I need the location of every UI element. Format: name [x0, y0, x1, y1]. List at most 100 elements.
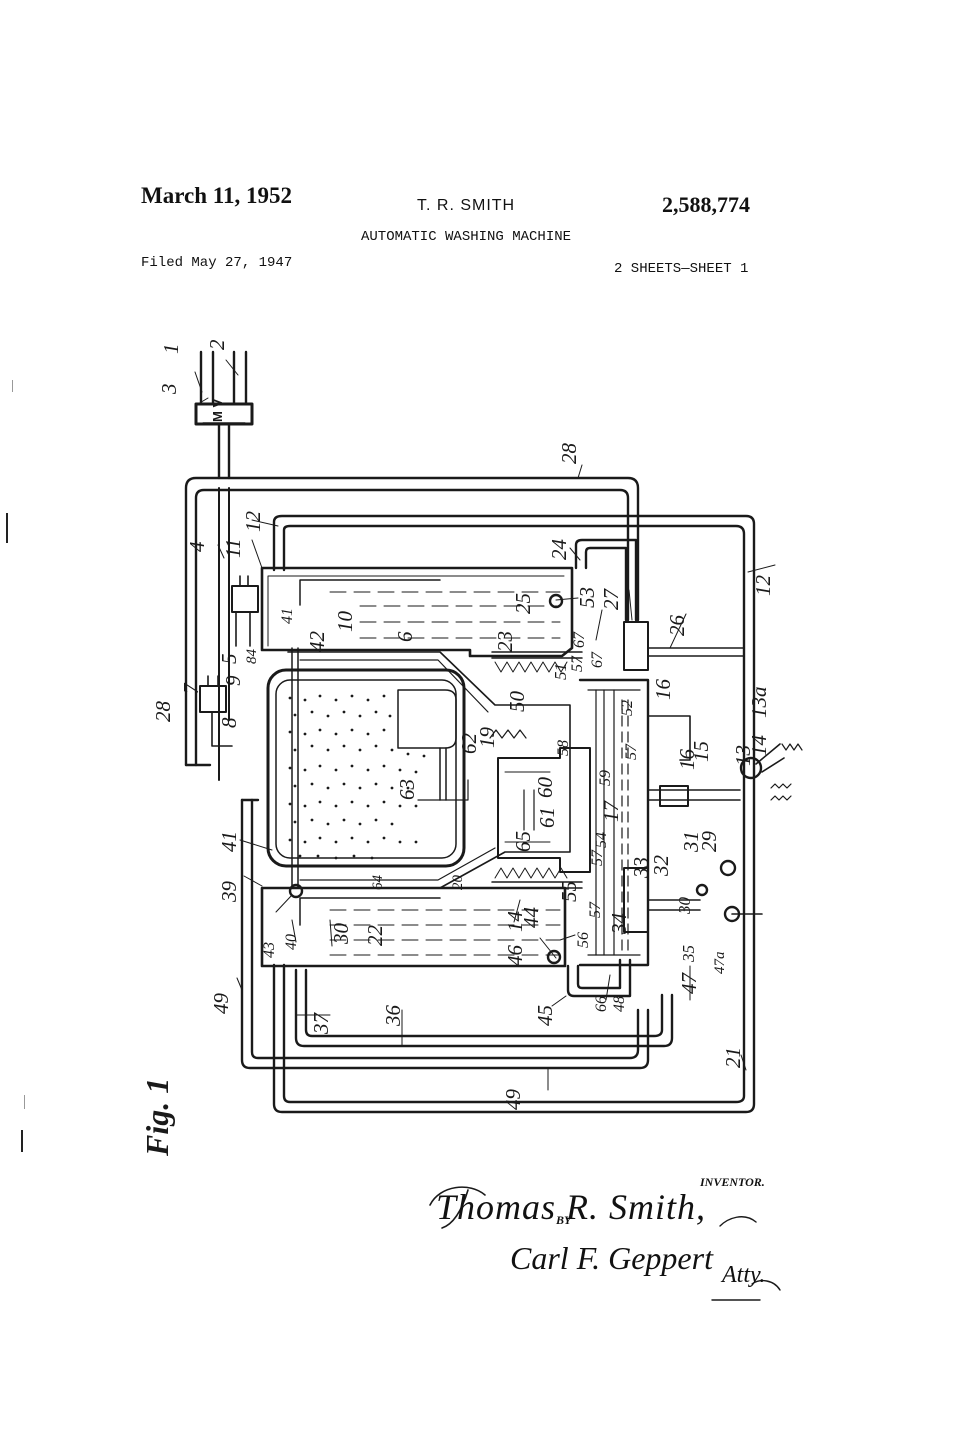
pipe-49 [240, 798, 650, 1070]
svg-text:44: 44 [519, 907, 543, 929]
svg-text:14: 14 [747, 735, 771, 757]
attorney-suffix: Atty. [722, 1262, 766, 1288]
svg-text:26: 26 [665, 615, 689, 637]
svg-text:41: 41 [279, 608, 296, 624]
svg-text:20: 20 [450, 875, 466, 891]
figure-label: Fig. 1 [139, 1078, 175, 1157]
svg-text:23: 23 [493, 631, 517, 652]
svg-text:63: 63 [395, 779, 419, 800]
svg-text:11: 11 [221, 539, 245, 558]
svg-text:58: 58 [555, 740, 572, 756]
svg-text:1: 1 [159, 344, 183, 355]
scan-mark [12, 380, 13, 392]
svg-text:84: 84 [244, 649, 260, 665]
left-valves [199, 575, 259, 747]
svg-text:29: 29 [697, 831, 721, 853]
svg-text:52: 52 [619, 700, 636, 716]
signature-scribble [429, 1186, 781, 1301]
svg-text:67: 67 [571, 631, 588, 648]
svg-text:Fig. 1: Fig. 1 [139, 1078, 175, 1157]
svg-text:49: 49 [501, 1089, 525, 1111]
svg-text:57: 57 [569, 655, 586, 672]
svg-text:40: 40 [283, 934, 300, 950]
attorney-signature: Carl F. Geppert [510, 1240, 713, 1276]
svg-text:6: 6 [393, 631, 417, 642]
svg-text:61: 61 [535, 807, 559, 828]
housing [287, 647, 583, 889]
svg-text:24: 24 [547, 539, 571, 561]
svg-text:M V: M V [210, 399, 225, 422]
leader-lines [194, 359, 776, 1091]
svg-text:2: 2 [205, 339, 229, 350]
svg-text:41: 41 [217, 831, 241, 852]
inventor-name: T. R. SMITH [417, 197, 516, 214]
svg-text:33: 33 [629, 857, 653, 879]
svg-text:56: 56 [575, 932, 592, 948]
svg-text:65: 65 [511, 831, 535, 852]
svg-text:60: 60 [533, 777, 557, 799]
svg-text:54: 54 [593, 832, 610, 848]
scan-mark [21, 1130, 23, 1152]
svg-text:13a: 13a [747, 687, 771, 719]
reference-numerals: 1 2 3 4 5 6 7 8 9 10 11 12 12 13 13a 14 … [151, 339, 775, 1110]
svg-text:64: 64 [370, 875, 386, 891]
svg-text:47: 47 [677, 972, 701, 995]
supply-pipes [194, 350, 254, 781]
svg-text:57: 57 [587, 901, 604, 918]
svg-text:53: 53 [575, 587, 599, 608]
svg-text:34: 34 [607, 913, 631, 936]
upper-tank [260, 538, 638, 658]
svg-text:66: 66 [593, 996, 610, 1012]
inventor-signature: Thomas R. Smith, [436, 1187, 707, 1227]
inventor-label: INVENTOR. [700, 1175, 765, 1189]
svg-text:10: 10 [333, 611, 357, 633]
svg-text:59: 59 [597, 770, 614, 786]
svg-text:28: 28 [557, 443, 581, 465]
svg-text:28: 28 [151, 701, 175, 723]
svg-text:62: 62 [457, 733, 481, 755]
svg-text:15: 15 [689, 741, 713, 762]
svg-text:13: 13 [731, 745, 755, 766]
lower-tank [260, 883, 632, 998]
by-label: BY [556, 1213, 572, 1227]
svg-text:25: 25 [511, 593, 535, 614]
basket-perforations [288, 694, 426, 860]
svg-text:36: 36 [381, 1005, 405, 1028]
svg-text:57: 57 [589, 849, 606, 866]
svg-text:46: 46 [503, 945, 527, 967]
svg-text:35: 35 [679, 945, 698, 963]
svg-text:27: 27 [599, 588, 623, 611]
svg-text:47a: 47a [712, 952, 728, 975]
pipe-12 [272, 514, 756, 1114]
svg-text:57: 57 [623, 743, 640, 760]
patent-number: 2,588,774 [662, 192, 750, 217]
pipe-28 [184, 476, 640, 767]
svg-text:32: 32 [649, 855, 673, 878]
svg-text:12: 12 [751, 575, 775, 597]
svg-text:67: 67 [589, 651, 606, 668]
svg-text:30: 30 [329, 923, 353, 946]
wash-basket [266, 668, 469, 868]
svg-text:16: 16 [675, 749, 699, 771]
pipe-36-37 [294, 968, 674, 1048]
valve-13 [739, 743, 803, 801]
svg-text:42: 42 [305, 631, 329, 653]
svg-text:22: 22 [363, 925, 387, 947]
svg-text:8: 8 [217, 717, 241, 728]
svg-text:19: 19 [475, 727, 499, 749]
svg-text:12: 12 [241, 511, 265, 533]
svg-text:55: 55 [557, 881, 581, 902]
svg-text:30: 30 [675, 897, 694, 916]
shaft-assembly [578, 621, 763, 967]
svg-text:21: 21 [721, 1047, 745, 1068]
patent-date: March 11, 1952 [141, 183, 292, 208]
svg-text:45: 45 [533, 1005, 557, 1026]
svg-text:4: 4 [185, 541, 209, 552]
sheet-count: 2 SHEETS—SHEET 1 [614, 261, 749, 277]
svg-text:49: 49 [209, 993, 233, 1015]
valve-label: M V [210, 399, 225, 422]
svg-text:51: 51 [551, 663, 570, 680]
scan-mark [24, 1095, 25, 1109]
svg-text:5: 5 [217, 654, 241, 665]
svg-text:9: 9 [221, 675, 245, 686]
